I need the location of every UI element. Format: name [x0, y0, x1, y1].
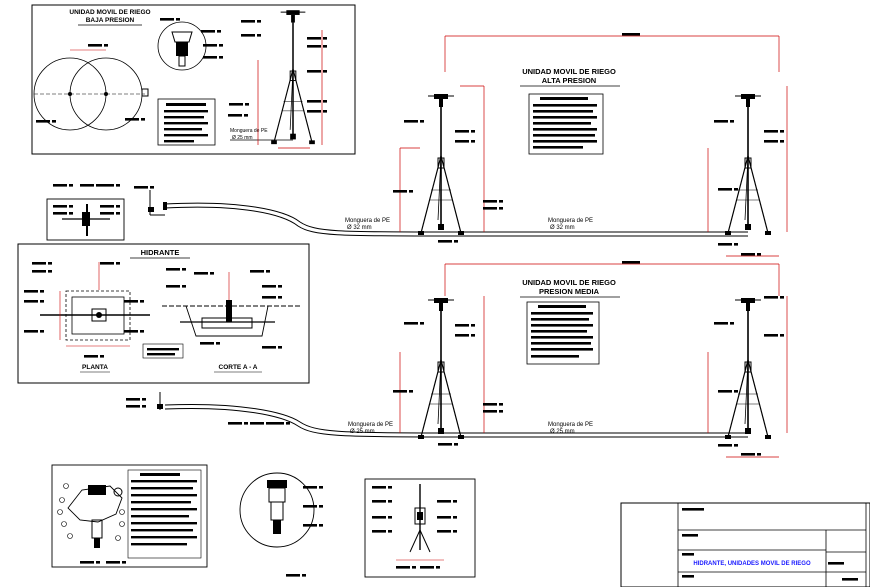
media-hose-label-2: Monguera de PE	[548, 422, 593, 428]
sprinkler-parts-detail	[51, 464, 208, 568]
alta-presion-unit: Monguera de PE Ø 32 mm Monguera de PE Ø …	[164, 33, 788, 257]
alta-title-line1: UNIDAD MOVIL DE RIEGO	[522, 67, 616, 76]
alta-legend-table	[528, 93, 604, 155]
hidrante-plan-caption: PLANTA	[82, 364, 108, 371]
baja-hose-size: Ø 25 mm	[232, 135, 253, 141]
media-title-line2: PRESION MEDIA	[539, 287, 600, 296]
baja-legend-table	[157, 98, 216, 146]
alta-hose-label-1: Monguera de PE	[345, 218, 390, 224]
hidrante-title: HIDRANTE	[141, 248, 180, 257]
valve-coupling-detail	[239, 472, 323, 577]
title-block: HIDRANTE, UNIDADES MOVIL DE RIEGO	[620, 502, 870, 587]
media-hose-label-1: Monguera de PE	[348, 422, 393, 428]
media-legend-table	[526, 301, 600, 365]
hidrante-section-caption: CORTE A - A	[219, 364, 258, 371]
presion-media-unit: Monguera de PE Ø 25 mm Monguera de PE Ø …	[126, 261, 788, 458]
media-hose-size-2: Ø 25 mm	[550, 429, 575, 435]
baja-title-line1: UNIDAD MOVIL DE RIEGO	[69, 9, 150, 16]
baja-title-line2: BAJA PRESION	[86, 17, 135, 24]
alta-hose-size-2: Ø 32 mm	[550, 225, 575, 231]
hidrante-panel: HIDRANTE PLANTA CORTE A - A	[17, 243, 310, 384]
riser-detail-box	[364, 478, 476, 578]
baja-hose-label: Monguera de PE	[230, 128, 268, 134]
baja-presion-panel: UNIDAD MOVIL DE RIEGO BAJA PRESION Mongu…	[31, 4, 356, 155]
alta-hose-size-1: Ø 32 mm	[347, 225, 372, 231]
media-title-line1: UNIDAD MOVIL DE RIEGO	[522, 278, 616, 287]
project-title: HIDRANTE, UNIDADES MOVIL DE RIEGO	[693, 561, 811, 567]
media-hose-size-1: Ø 25 mm	[350, 429, 375, 435]
alta-hose-label-2: Monguera de PE	[548, 218, 593, 224]
alta-title-line2: ALTA PRESION	[542, 76, 596, 85]
coupling-detail-box	[46, 184, 167, 241]
